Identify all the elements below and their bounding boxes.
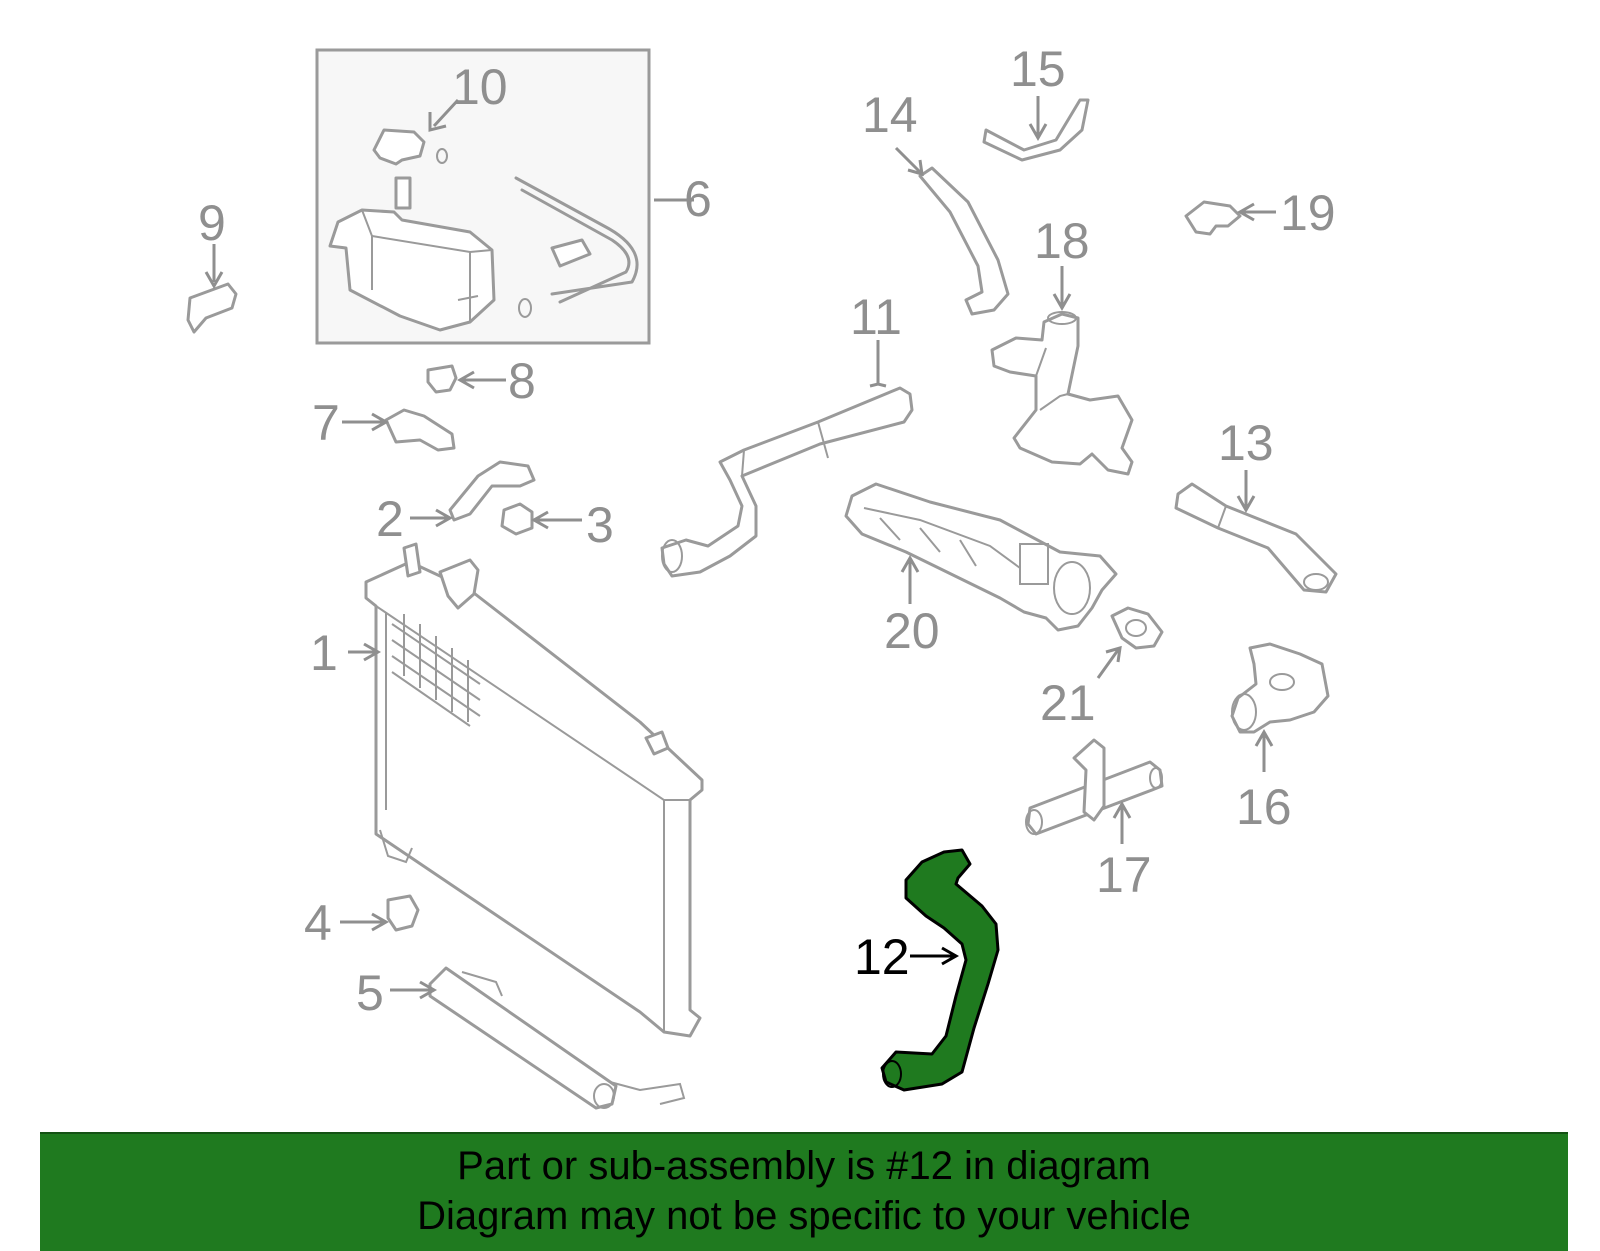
callout-9: 9 <box>198 195 226 251</box>
reservoir-cap <box>372 128 426 166</box>
callout-11: 11 <box>850 289 902 345</box>
reservoir-kit-group <box>315 48 651 345</box>
small-o-ring <box>518 298 532 318</box>
callout-8: 8 <box>508 353 536 409</box>
callout-21: 21 <box>1040 675 1096 731</box>
inlet-16 <box>1230 642 1330 734</box>
thermostat-21 <box>1110 606 1164 650</box>
callout-13: 13 <box>1218 415 1274 471</box>
callout-16: 16 <box>1236 779 1292 835</box>
cap-o-ring <box>436 148 448 164</box>
hose-15 <box>982 98 1090 162</box>
callout-6: 6 <box>684 171 712 227</box>
callout-15: 15 <box>1010 41 1066 97</box>
footer-part-note: Part or sub-assembly is #12 in diagram <box>457 1144 1151 1188</box>
radiator <box>364 542 704 1038</box>
cap-19 <box>1184 200 1242 236</box>
callout-12: 12 <box>854 929 910 985</box>
hose-12-end <box>882 1060 902 1088</box>
callout-4: 4 <box>304 895 332 951</box>
reservoir-neck <box>394 176 412 210</box>
bypass-pipe-17 <box>1025 738 1164 836</box>
water-outlet-18 <box>990 311 1134 476</box>
callout-19: 19 <box>1280 185 1336 241</box>
callout-2: 2 <box>376 491 404 547</box>
cooler-tube-5 <box>428 966 686 1110</box>
footer-disclaimer: Diagram may not be specific to your vehi… <box>417 1194 1191 1238</box>
reservoir-hose <box>514 176 639 304</box>
callout-20: 20 <box>884 603 940 659</box>
callout-7: 7 <box>312 395 340 451</box>
clip-7 <box>384 408 456 452</box>
bracket-9 <box>186 282 238 334</box>
callout-18: 18 <box>1034 213 1090 269</box>
callout-10: 10 <box>452 59 508 115</box>
housing-20 <box>844 482 1118 632</box>
callout-1: 1 <box>310 625 338 681</box>
hose-13 <box>1174 482 1338 594</box>
bracket-2 <box>448 460 536 522</box>
callout-14: 14 <box>862 87 918 143</box>
callout-3: 3 <box>586 497 614 553</box>
drain-plug-4 <box>386 894 420 932</box>
plug-8 <box>426 364 458 394</box>
hose-14 <box>918 166 1010 316</box>
hose-short-piece <box>550 238 592 268</box>
callout-5: 5 <box>356 965 384 1021</box>
callout-17: 17 <box>1096 847 1152 903</box>
cushion-3 <box>500 502 534 536</box>
callout-numbers: 9 10 6 8 7 2 3 1 4 5 11 14 15 19 18 13 2… <box>198 41 1336 1021</box>
upper-hose-11 <box>660 386 914 578</box>
footer-banner: Part or sub-assembly is #12 in diagram D… <box>40 1132 1568 1251</box>
callout-leaders <box>204 96 1276 1000</box>
lower-hose-12-highlighted <box>880 848 1000 1092</box>
